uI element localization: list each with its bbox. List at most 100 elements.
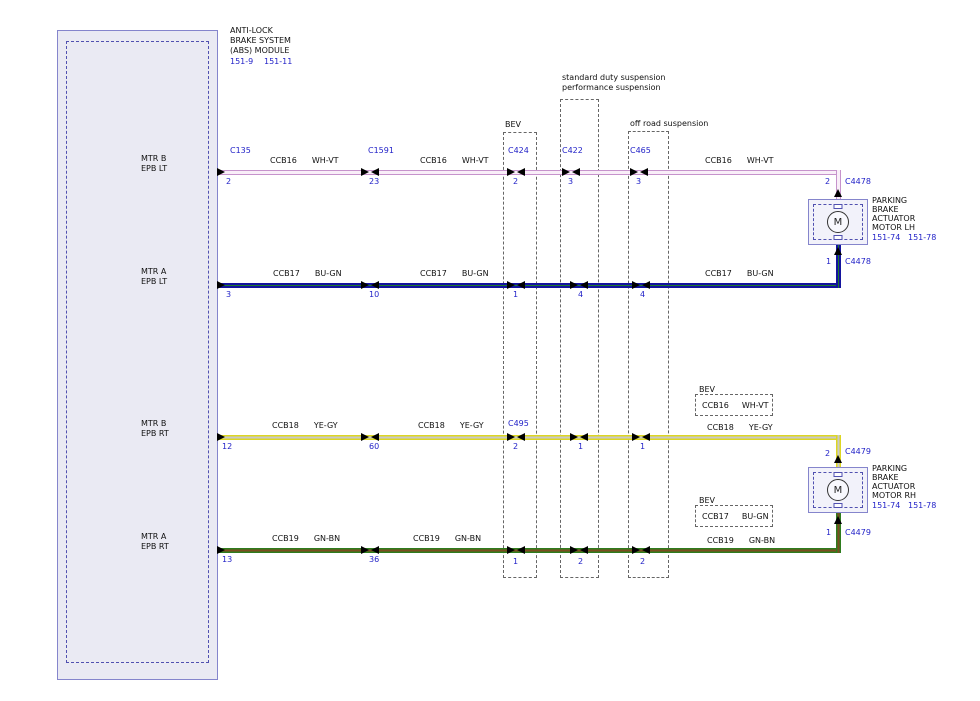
module-pin-label-mtrb-rt-1: MTR B <box>141 419 167 428</box>
wire2-pin-module: 3 <box>226 290 232 299</box>
wire-ccb17-horizontal <box>217 283 841 288</box>
abs-module-page-link-2[interactable]: 151-11 <box>264 57 293 66</box>
wire3-circuit: CCB18 <box>707 423 734 432</box>
bev-callout2-circuit: CCB17 <box>702 511 729 521</box>
bev-callout1-circuit: CCB16 <box>702 400 729 410</box>
bev-callout2-box: CCB17 BU-GN <box>695 505 773 527</box>
wire3-color: YE-GY <box>748 423 773 432</box>
connector-arrow-icon <box>507 168 515 176</box>
connector-arrow-icon <box>361 281 369 289</box>
connector-arrow-icon <box>632 281 640 289</box>
wire2-pin-c422: 4 <box>578 290 584 299</box>
connector-label-c422[interactable]: C422 <box>562 146 583 155</box>
module-pin-label-mtra-rt-2: EPB RT <box>141 542 169 551</box>
abs-module-title-line2: BRAKE SYSTEM <box>230 36 291 45</box>
connector-arrow-icon <box>371 168 379 176</box>
wire1-circuit: CCB16 <box>705 156 732 165</box>
wire-ccb17-vertical <box>836 245 841 288</box>
wire-ccb16-horizontal <box>217 170 841 175</box>
wire4-module-arrow-icon <box>217 546 225 554</box>
wire-ccb18-vertical <box>836 435 841 468</box>
module-pin-label-mtrb-lt-2: EPB LT <box>141 164 168 173</box>
connector-label-c1591[interactable]: C1591 <box>368 146 394 155</box>
motor-rh-inner-dashed-box: M <box>813 472 863 508</box>
wire3-circuit: CCB18 <box>272 421 299 430</box>
wire2-color: BU-GN <box>746 269 774 278</box>
wire2-pin-c424: 1 <box>513 290 519 299</box>
connector-arrow-icon <box>517 433 525 441</box>
connector-arrow-icon <box>570 281 578 289</box>
connector-arrow-icon <box>580 281 588 289</box>
wire3-pin-module: 12 <box>222 442 233 451</box>
abs-module-page-link-1[interactable]: 151-9 <box>230 57 254 66</box>
connector-label-c135[interactable]: C135 <box>230 146 251 155</box>
suspension-box-label-line2: performance suspension <box>562 83 661 92</box>
c4479-bottom-arrow-icon <box>834 516 842 524</box>
connector-arrow-icon <box>570 433 578 441</box>
connector-arrow-icon <box>632 546 640 554</box>
wire1-pin-c422: 3 <box>568 177 574 186</box>
motor-lh-terminal-bottom <box>833 235 843 240</box>
wire1-color: WH-VT <box>461 156 489 165</box>
suspension-box-label-line1: standard duty suspension <box>562 73 666 82</box>
wire3-pin-c465: 1 <box>640 442 646 451</box>
connector-label-c495[interactable]: C495 <box>508 419 529 428</box>
bev-callout2-color: BU-GN <box>741 511 769 521</box>
wire4-pin-c1591: 36 <box>369 555 380 564</box>
offroad-box-label: off road suspension <box>630 119 709 128</box>
c4478-top-arrow-icon <box>834 189 842 197</box>
motor-rh-page-link-1[interactable]: 151-74 <box>872 501 901 510</box>
connector-arrow-icon <box>640 168 648 176</box>
wire2-color: BU-GN <box>314 269 342 278</box>
wire4-circuit: CCB19 <box>413 534 440 543</box>
connector-arrow-icon <box>507 281 515 289</box>
wire2-pin-c465: 4 <box>640 290 646 299</box>
connector-arrow-icon <box>507 433 515 441</box>
motor-rh-label-line2: BRAKE <box>872 473 899 482</box>
bev-callout2-wire-label: CCB17 BU-GN <box>702 512 769 521</box>
connector-arrow-icon <box>632 433 640 441</box>
motor-lh-terminal-top <box>833 204 843 209</box>
wire1-pin-c424: 2 <box>513 177 519 186</box>
wire3-color: YE-GY <box>313 421 338 430</box>
motor-lh-inner-dashed-box: M <box>813 204 863 240</box>
motor-rh-page-link-2[interactable]: 151-78 <box>908 501 937 510</box>
module-pin-label-mtra-lt-2: EPB LT <box>141 277 168 286</box>
module-pin-label-mtra-rt-1: MTR A <box>141 532 167 541</box>
connector-arrow-icon <box>570 546 578 554</box>
connector-label-c4479-top[interactable]: C4479 <box>845 447 871 456</box>
motor-lh-page-link-1[interactable]: 151-74 <box>872 233 901 242</box>
connector-label-c4479-bottom[interactable]: C4479 <box>845 528 871 537</box>
motor-rh-symbol: M <box>827 479 849 501</box>
wire1-pin-motor: 2 <box>825 177 831 186</box>
motor-lh-symbol: M <box>827 211 849 233</box>
motor-rh-terminal-top <box>833 472 843 477</box>
module-pin-label-mtrb-rt-2: EPB RT <box>141 429 169 438</box>
connector-arrow-icon <box>642 546 650 554</box>
connector-arrow-icon <box>572 168 580 176</box>
wire3-label-seg1: CCB18 YE-GY <box>272 421 338 431</box>
connector-arrow-icon <box>517 546 525 554</box>
c4478-bottom-arrow-icon <box>834 247 842 255</box>
connector-label-c4478-bottom[interactable]: C4478 <box>845 257 871 266</box>
motor-lh-label-line1: PARKING <box>872 196 908 205</box>
connector-arrow-icon <box>371 281 379 289</box>
connector-label-c4478-top[interactable]: C4478 <box>845 177 871 186</box>
motor-lh-page-link-2[interactable]: 151-78 <box>908 233 937 242</box>
connector-arrow-icon <box>580 546 588 554</box>
module-pin-label-mtrb-lt-1: MTR B <box>141 154 167 163</box>
motor-lh-label-line4: MOTOR LH <box>872 223 915 232</box>
c4479-top-arrow-icon <box>834 455 842 463</box>
connector-label-c465[interactable]: C465 <box>630 146 651 155</box>
connector-label-c424[interactable]: C424 <box>508 146 529 155</box>
abs-module-title-line3: (ABS) MODULE <box>230 46 290 55</box>
wire4-color: GN-BN <box>313 534 341 543</box>
wire1-pin-c1591: 23 <box>369 177 380 186</box>
wire-ccb19-vertical <box>836 513 841 553</box>
module-pin-label-mtra-lt-1: MTR A <box>141 267 167 276</box>
